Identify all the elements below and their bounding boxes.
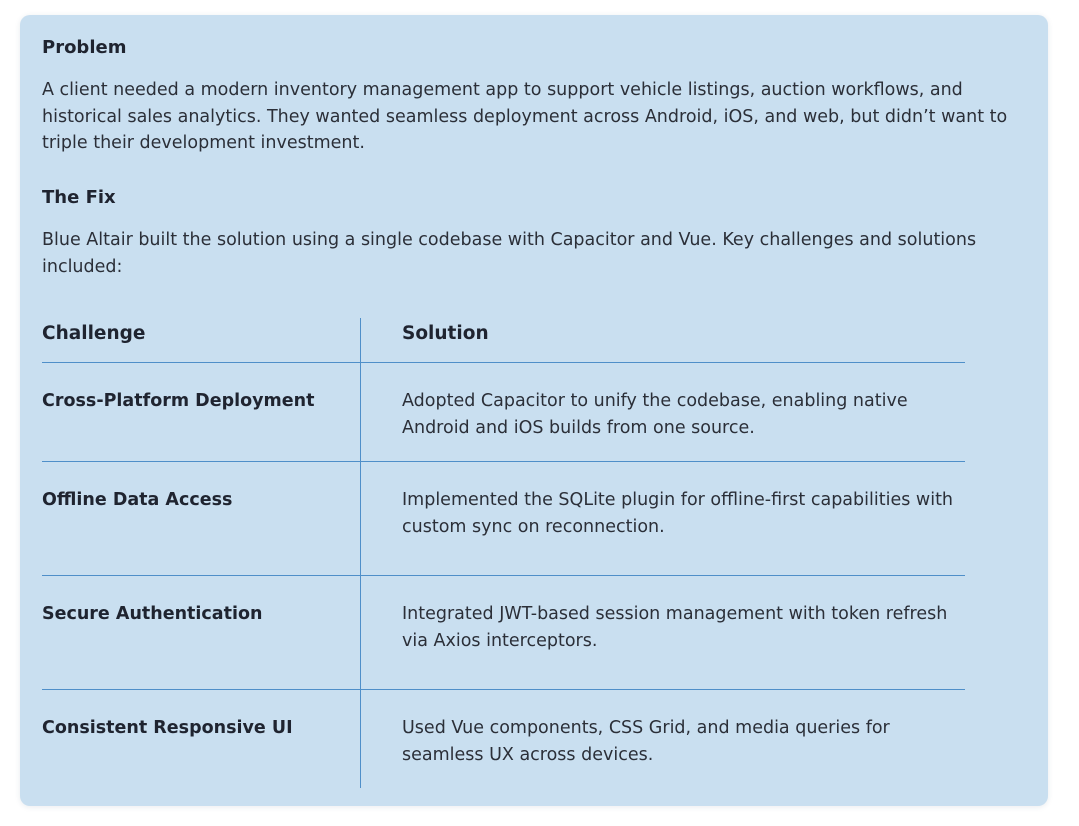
case-study-card: Problem A client needed a modern invento… [20, 15, 1048, 806]
problem-heading: Problem [42, 37, 127, 58]
fix-heading: The Fix [42, 187, 116, 208]
table-row: Offline Data Access Implemented the SQLi… [42, 462, 965, 576]
challenge-cell: Secure Authentication [42, 576, 361, 689]
table-row: Secure Authentication Integrated JWT-bas… [42, 576, 965, 690]
solution-column-header: Solution [402, 323, 489, 344]
solution-cell: Implemented the SQLite plugin for offlin… [402, 490, 954, 537]
table-row: Cross-Platform Deployment Adopted Capaci… [42, 363, 965, 462]
solution-cell: Used Vue components, CSS Grid, and media… [402, 718, 890, 765]
fix-description: Blue Altair built the solution using a s… [42, 230, 977, 277]
challenge-column-header: Challenge [42, 318, 361, 362]
solution-cell: Integrated JWT-based session management … [402, 604, 948, 651]
challenges-table: Challenge Solution Cross-Platform Deploy… [42, 318, 965, 788]
problem-description: A client needed a modern inventory manag… [42, 80, 1008, 153]
table-row: Consistent Responsive UI Used Vue compon… [42, 690, 965, 788]
challenge-cell: Offline Data Access [42, 462, 361, 575]
solution-cell: Adopted Capacitor to unify the codebase,… [402, 391, 908, 438]
challenge-cell: Cross-Platform Deployment [42, 363, 361, 461]
table-header-row: Challenge Solution [42, 318, 965, 363]
challenge-cell: Consistent Responsive UI [42, 690, 361, 788]
